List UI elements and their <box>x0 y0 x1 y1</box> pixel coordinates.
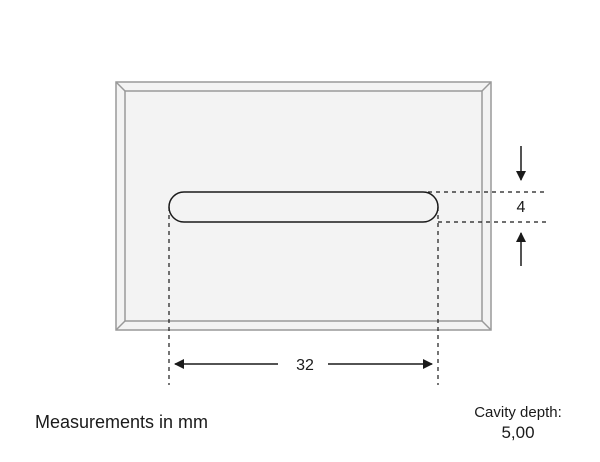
cavity-depth-label: Cavity depth: <box>474 404 562 421</box>
width-label: 4 <box>517 199 526 216</box>
length-label: 32 <box>296 357 314 374</box>
cavity-depth-value: 5,00 <box>501 423 535 442</box>
bevel-line-bottom-right <box>481 320 492 331</box>
bevel-line-top-right <box>481 81 492 92</box>
slot-cavity <box>168 191 439 223</box>
units-note: Measurements in mm <box>35 412 209 432</box>
bevel-line-bottom-left <box>115 320 126 331</box>
bevel-line-top-left <box>115 81 126 92</box>
extension-lines <box>168 191 548 385</box>
